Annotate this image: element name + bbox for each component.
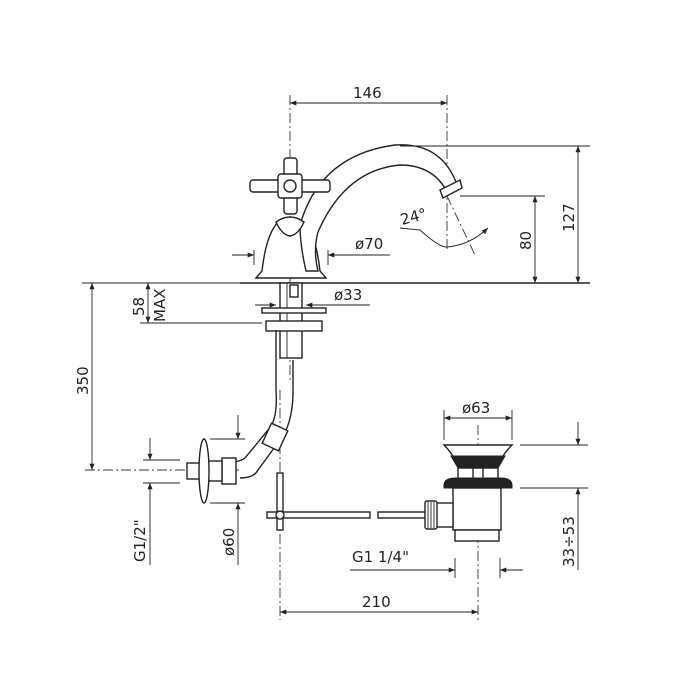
dim-tap-to-waste: 210 xyxy=(362,593,391,611)
dim-waste-diameter: ø63 xyxy=(462,399,490,417)
dim-spout-angle: 24° xyxy=(398,205,428,229)
waste-valve xyxy=(424,444,514,542)
popup-rod xyxy=(266,472,439,531)
dim-supply-length: 350 xyxy=(74,366,92,395)
dim-waste-adjustment: 33÷53 xyxy=(560,516,578,567)
dim-max-deck-value: 58 xyxy=(130,297,148,316)
dim-escutcheon-diameter: ø60 xyxy=(220,528,238,556)
dim-base-diameter: ø70 xyxy=(355,235,383,253)
dim-shank-diameter: ø33 xyxy=(334,286,362,304)
supply-hose xyxy=(186,330,294,504)
dim-supply-thread: G1/2" xyxy=(131,519,149,562)
cross-handle xyxy=(249,157,331,215)
dimension-lines xyxy=(82,100,590,615)
dim-spout-height: 80 xyxy=(517,231,535,250)
dim-total-height: 127 xyxy=(560,203,578,232)
dim-max-deck-label: MAX xyxy=(151,289,169,322)
dim-spout-reach: 146 xyxy=(353,84,382,102)
dim-waste-thread: G1 1/4" xyxy=(352,548,409,566)
faucet-body xyxy=(249,144,463,359)
